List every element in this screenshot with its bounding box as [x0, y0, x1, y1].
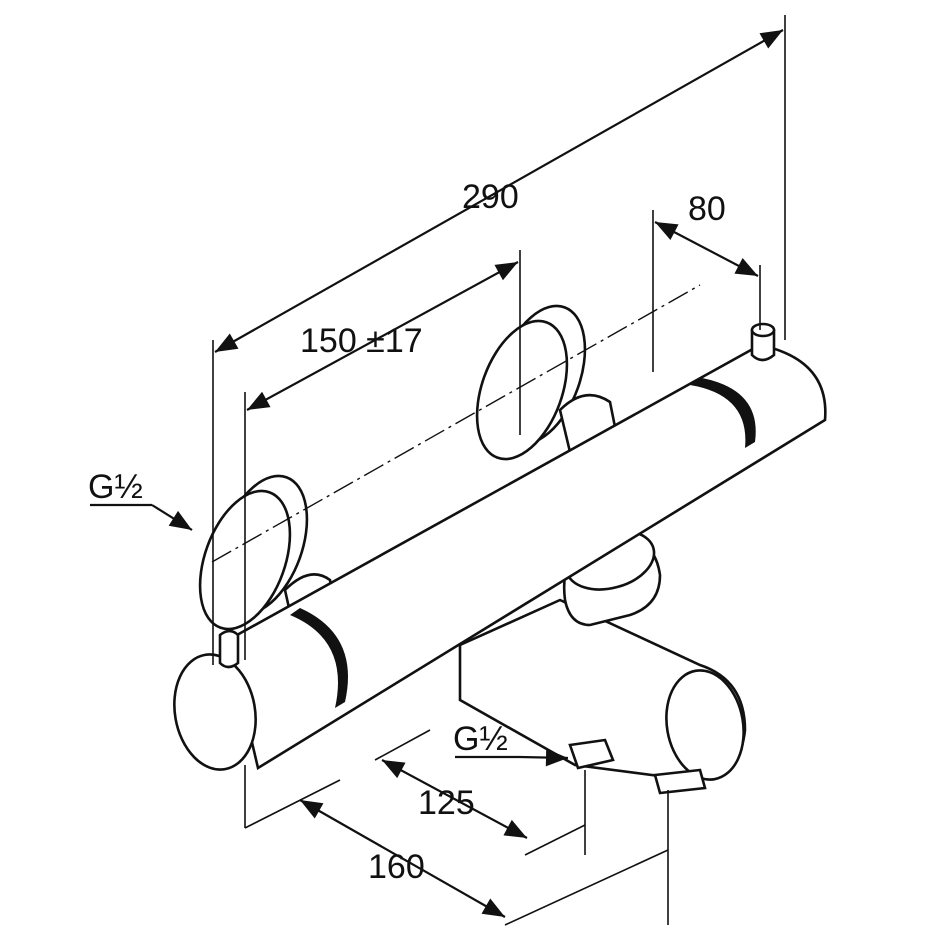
dimension-label-80: 80 [688, 190, 726, 228]
dimension-label-160: 160 [368, 848, 425, 886]
dimension-80: 80 [652, 190, 761, 372]
callout-inlet-thread: G½ [88, 468, 193, 531]
label-inlet-thread: G½ [88, 468, 143, 506]
mixer-body [173, 322, 827, 771]
dimension-label-125: 125 [418, 784, 475, 822]
dimension-label-150: 150 ±17 [300, 322, 423, 360]
dimension-label-290: 290 [462, 178, 519, 216]
dimension-160: 160 [244, 765, 669, 926]
dimension-150: 150 ±17 [244, 250, 521, 660]
label-outlet-thread: G½ [453, 720, 508, 758]
callout-outlet-thread: G½ [453, 720, 569, 767]
